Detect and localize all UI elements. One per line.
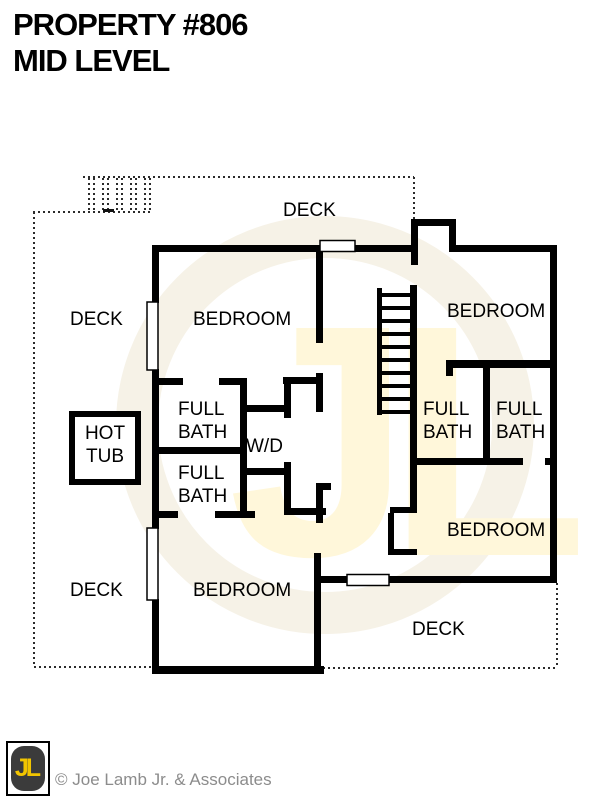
room-label-full-bath-left-lower: FULL BATH [178,462,227,508]
room-label-bedroom-bottom-right: BEDROOM [447,520,546,541]
hot-tub-line2: TUB [86,446,124,467]
room-label-washer-dryer: W/D [246,436,283,457]
page-title-level: MID LEVEL [13,43,170,78]
window-icon-bottom [346,573,390,587]
room-label-full-bath-right-outer: FULL BATH [496,398,545,444]
window-icon-left-upper [146,301,159,371]
copyright-text: © Joe Lamb Jr. & Associates [55,770,272,789]
full-bath-line1: FULL [178,399,225,420]
room-label-deck-bottom-right: DECK [412,619,465,640]
page-title-property: PROPERTY #806 [13,7,249,42]
full-bath-line2: BATH [178,486,228,507]
hot-tub-icon [69,411,141,485]
room-label-deck-top: DECK [283,200,336,221]
room-label-bedroom-top-left: BEDROOM [193,309,292,330]
room-label-full-bath-right-inner: FULL BATH [423,398,472,444]
jl-logo: JL [6,741,50,796]
deck-stairs-icon [88,178,151,211]
stairs-landing-mark [103,209,114,212]
stairs-icon [377,288,410,415]
hot-tub-line1: HOT [84,423,126,444]
full-bath-line2: BATH [496,422,546,443]
full-bath-line1: FULL [496,399,543,420]
interior-walls [152,245,557,674]
full-bath-line2: BATH [423,422,473,443]
full-bath-line2: BATH [178,422,228,443]
window-icon-left-lower [146,527,159,601]
jl-logo-letters: JL [14,754,41,782]
room-label-hot-tub: HOT TUB [75,422,135,468]
room-label-deck-bottom-left: DECK [70,580,123,601]
room-label-bedroom-top-right: BEDROOM [447,301,546,322]
room-label-deck-left: DECK [70,309,123,330]
window-icons [146,239,390,601]
room-label-bedroom-bottom-left: BEDROOM [193,580,292,601]
room-label-full-bath-left-upper: FULL BATH [178,398,227,444]
window-icon-top [319,239,356,253]
full-bath-line1: FULL [178,463,225,484]
jl-logo-shape: JL [11,746,45,791]
full-bath-line1: FULL [423,399,470,420]
